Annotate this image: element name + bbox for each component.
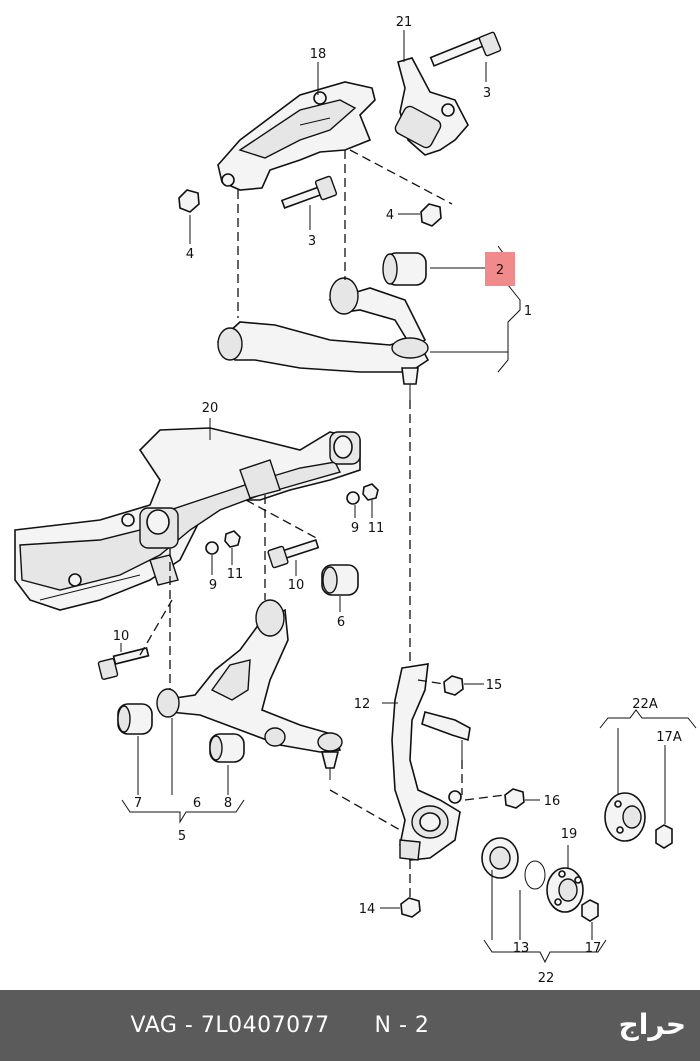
part-number: 7L0407077	[200, 1013, 330, 1038]
lower-control-arm	[156, 599, 343, 780]
callout-10: 10	[113, 629, 130, 644]
bushing	[209, 733, 245, 763]
nut	[224, 530, 241, 548]
callout-17: 17	[585, 941, 602, 956]
callout-21: 21	[396, 15, 413, 30]
callout-6: 6	[193, 796, 201, 811]
wheel-bearing	[481, 837, 519, 879]
nut	[178, 189, 200, 213]
nut	[400, 897, 421, 918]
nut	[504, 788, 525, 809]
callout-11: 11	[368, 521, 385, 536]
bushing	[321, 564, 359, 596]
callout-14: 14	[359, 902, 376, 917]
brand-label: VAG	[130, 1013, 178, 1038]
part-caption: VAG - 7L0407077 N - 2	[0, 990, 560, 1061]
callout-4: 4	[386, 208, 394, 223]
callout-15: 15	[486, 678, 503, 693]
callout-3: 3	[483, 86, 491, 101]
caption-separator: -	[177, 1013, 201, 1038]
assembly-lines	[139, 149, 506, 898]
collar-bolt	[581, 899, 599, 922]
callout-labels: 21 18 3 3 4 4 2 1 20 9 11 9 11 10 6 10 1…	[113, 15, 682, 986]
nut	[362, 483, 379, 501]
callout-22A: 22A	[632, 697, 658, 712]
tie-rod-end	[421, 711, 471, 760]
bushing	[382, 252, 427, 286]
highlight-marker	[485, 252, 515, 286]
haraj-logo: حراج	[618, 1008, 686, 1041]
nut	[443, 675, 464, 696]
callout-22: 22	[538, 971, 555, 986]
callout-2: 2	[496, 263, 504, 278]
washer	[346, 491, 360, 505]
callout-1: 1	[524, 304, 532, 319]
callout-6: 6	[337, 615, 345, 630]
callout-10: 10	[288, 578, 305, 593]
callout-9: 9	[351, 521, 359, 536]
upper-control-arm	[216, 277, 430, 400]
washer	[205, 541, 219, 555]
callout-12: 12	[354, 697, 371, 712]
bolt	[267, 539, 320, 569]
callout-9: 9	[209, 578, 217, 593]
nut	[420, 203, 442, 227]
callout-18: 18	[310, 47, 327, 62]
collar-bolt	[655, 824, 673, 849]
bolt	[280, 175, 338, 209]
wheel-hub	[604, 792, 646, 842]
wheel-bearing-housing	[391, 663, 462, 861]
callout-5: 5	[178, 829, 186, 844]
upper-bracket	[217, 81, 376, 191]
callout-19: 19	[561, 827, 578, 842]
circlip	[524, 860, 546, 890]
bolt	[97, 647, 150, 680]
callout-8: 8	[224, 796, 232, 811]
callout-13: 13	[513, 941, 530, 956]
exploded-suspension-diagram: 21 18 3 3 4 4 2 1 20 9 11 9 11 10 6 10 1…	[14, 15, 697, 986]
sensor-bracket	[394, 57, 469, 156]
callout-11: 11	[227, 567, 244, 582]
wheel-hub	[546, 867, 584, 913]
callout-20: 20	[202, 401, 219, 416]
caption-bar: VAG - 7L0407077 N - 2 حراج	[0, 990, 700, 1061]
bushing	[117, 703, 153, 735]
callout-3: 3	[308, 234, 316, 249]
position-label: N - 2	[374, 1013, 430, 1038]
callout-17A: 17A	[656, 730, 682, 745]
callout-16: 16	[544, 794, 561, 809]
callout-4: 4	[186, 247, 194, 262]
subframe	[14, 427, 361, 611]
bolt	[429, 31, 502, 67]
callout-7: 7	[134, 796, 142, 811]
